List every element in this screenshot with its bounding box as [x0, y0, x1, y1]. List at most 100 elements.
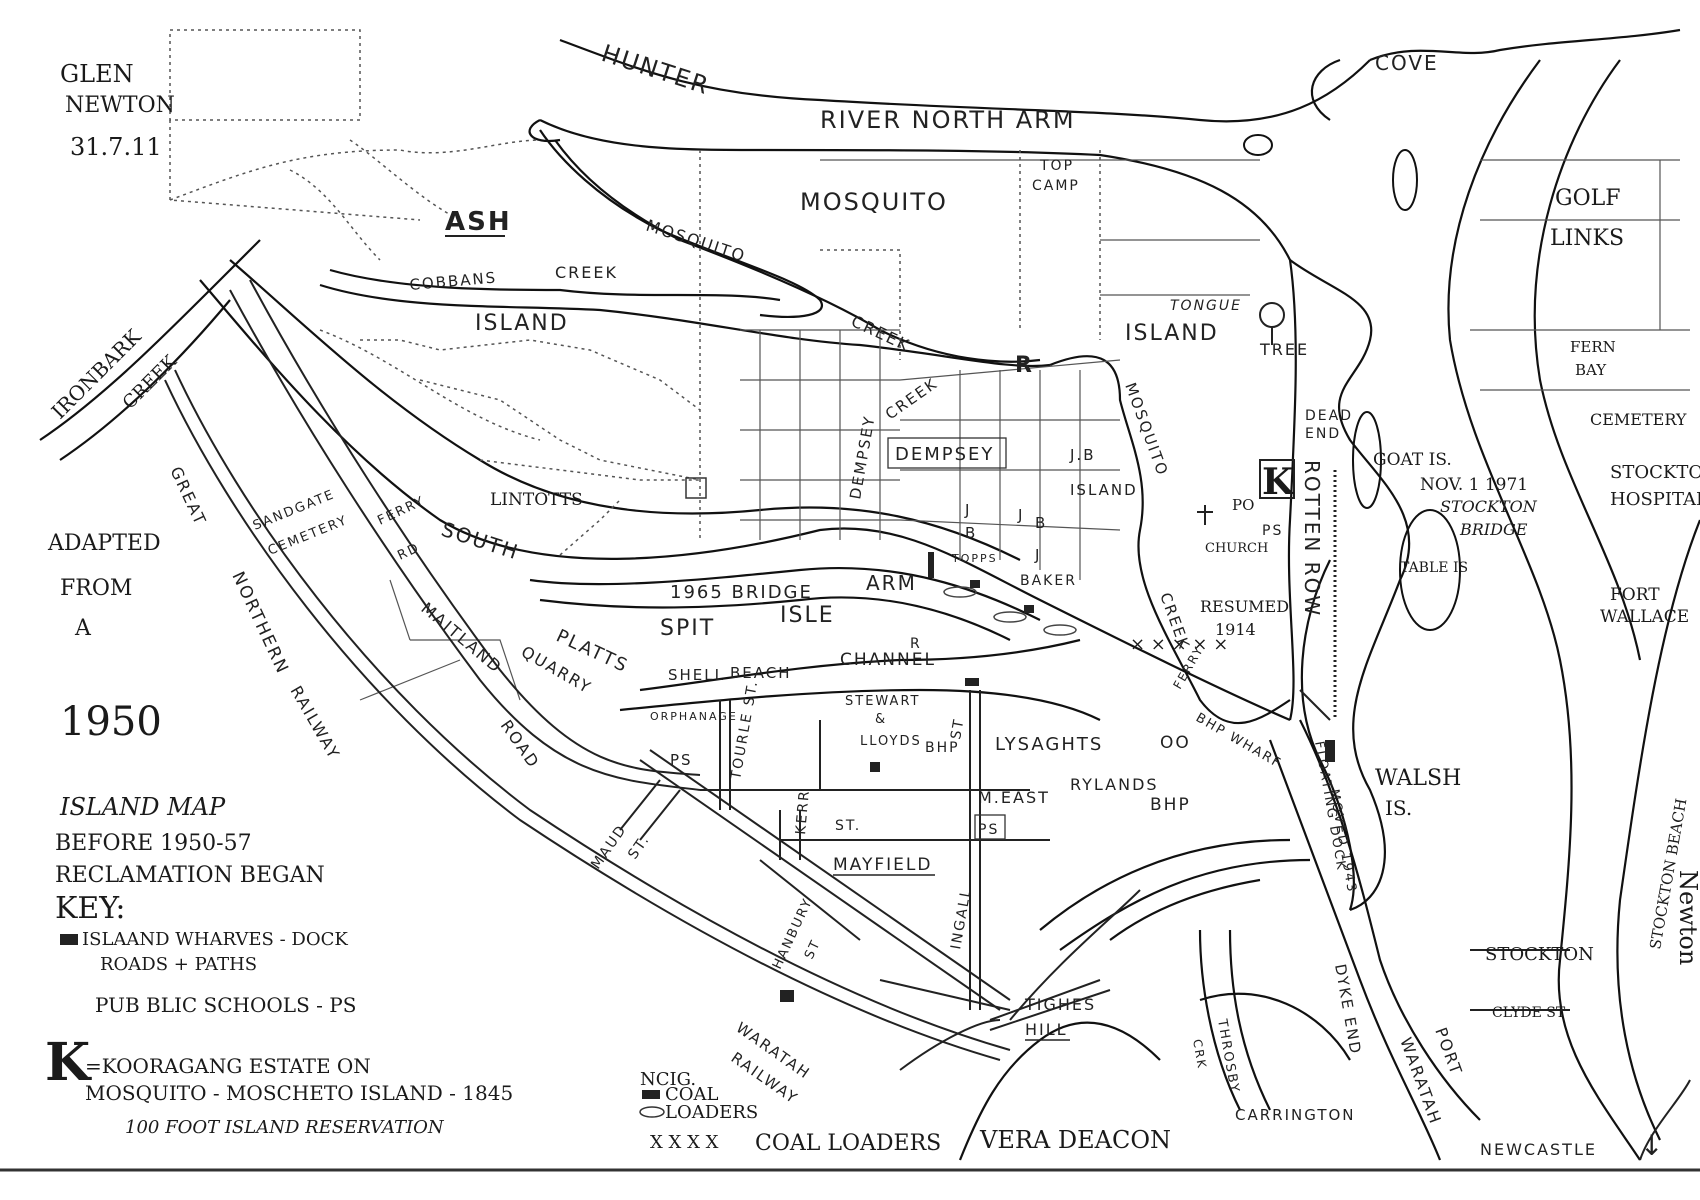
- label-fort: FORT: [1610, 585, 1660, 605]
- label-b-b: B: [1035, 514, 1047, 532]
- legend: ISLAND MAP BEFORE 1950-57 RECLAMATION BE…: [45, 793, 941, 1156]
- label-ash: ASH: [445, 207, 512, 237]
- adapted-line1: ADAPTED: [47, 531, 161, 556]
- label-island-left: ISLAND: [475, 311, 569, 336]
- label-po: PO: [1232, 496, 1254, 514]
- label-resumed: RESUMED: [1200, 597, 1289, 616]
- label-clyde-st: CLYDE ST: [1492, 1005, 1566, 1021]
- tree-icon: [1259, 302, 1285, 345]
- label-stockton-hospital-1: STOCKTON: [1610, 462, 1700, 483]
- label-tree: TREE: [1259, 340, 1309, 359]
- house-marker: [685, 477, 707, 499]
- adapted-year: 1950: [60, 699, 162, 745]
- label-top: TOP: [1039, 158, 1074, 174]
- label-stockton-bridge-1: STOCKTON: [1440, 497, 1538, 516]
- label-jb-top: J.B: [1069, 446, 1095, 464]
- adapted-line3: A: [74, 616, 92, 641]
- label-carrington: CARRINGTON: [1235, 1106, 1356, 1124]
- legend-key-heading: KEY:: [55, 891, 126, 926]
- label-b-a: B: [965, 524, 977, 542]
- label-stockton-hospital-2: HOSPITAL: [1610, 489, 1700, 510]
- label-isle: ISLE: [780, 603, 835, 628]
- label-newton-signature: Newton: [1674, 870, 1700, 965]
- label-cove: COVE: [1375, 51, 1439, 75]
- label-hill: HILL: [1025, 1020, 1068, 1039]
- islands-east: [1300, 411, 1461, 911]
- label-r-south: R: [910, 636, 922, 652]
- legend-ncig: NCIG.: [640, 1069, 696, 1090]
- label-newcastle: NEWCASTLE: [1480, 1140, 1597, 1159]
- label-arm: ARM: [866, 571, 917, 595]
- label-k-map-marker: K: [1262, 461, 1295, 503]
- south-arm: [199, 259, 1291, 722]
- ironbark-creek: [39, 239, 261, 461]
- label-camp: CAMP: [1032, 178, 1080, 194]
- coal-loader-x-marks: × × × × ×: [1130, 634, 1228, 655]
- legend-item-schools: PUB BLIC SCHOOLS - PS: [95, 993, 356, 1017]
- mosquito-creek: [319, 129, 1291, 725]
- throsby-creek: [958, 838, 1351, 1161]
- label-golf: GOLF: [1555, 186, 1620, 211]
- label-stockton: STOCKTON: [1485, 944, 1594, 965]
- label-dead: DEAD: [1305, 408, 1353, 424]
- legend-title1: ISLAND MAP: [59, 793, 226, 821]
- paths-northwest: [169, 29, 1101, 556]
- label-ampersand: &: [875, 712, 887, 727]
- label-stewart: STEWART: [845, 694, 920, 709]
- label-ps-mayfield-west: PS: [670, 751, 693, 769]
- legend-k-line2: MOSQUITO - MOSCHETO ISLAND - 1845: [85, 1081, 513, 1105]
- label-baker: BAKER: [1020, 573, 1077, 589]
- label-ps-mayfield-east: PS: [978, 822, 999, 838]
- label-table-island: TABLE IS: [1400, 560, 1468, 576]
- label-lintotts: LINTOTTS: [490, 490, 583, 510]
- label-rotten-row: ROTTEN ROW: [1300, 460, 1324, 617]
- legend-k-line3: 100 FOOT ISLAND RESERVATION: [125, 1117, 445, 1138]
- label-r-north: R: [1015, 353, 1034, 378]
- legend-loaders: LOADERS: [665, 1102, 758, 1123]
- label-spit: SPIT: [660, 616, 715, 641]
- label-dempsey: DEMPSEY: [895, 444, 994, 465]
- label-1965-bridge: 1965 BRIDGE: [670, 582, 813, 603]
- label-lysaghts: LYSAGHTS: [995, 734, 1103, 755]
- legend-title2: BEFORE 1950-57: [55, 831, 252, 856]
- credit-date: 31.7.11: [70, 133, 162, 161]
- label-oo: OO: [1160, 733, 1191, 753]
- label-orphanage: ORPHANAGE: [650, 710, 738, 723]
- label-end: END: [1305, 426, 1341, 442]
- label-tongue: TONGUE: [1170, 298, 1242, 314]
- label-vera-deacon: VERA DEACON: [979, 1126, 1171, 1154]
- label-rylands: RYLANDS: [1070, 775, 1159, 794]
- label-lloyds: LLOYDS: [860, 734, 922, 749]
- land-lots: [359, 159, 1690, 701]
- label-creek-upper: CREEK: [555, 263, 618, 282]
- label-jb-island: ISLAND: [1070, 481, 1138, 499]
- label-bhp-south: BHP: [1150, 795, 1191, 815]
- label-tighes: TIGHES: [1024, 995, 1096, 1014]
- label-walsh-is: IS.: [1385, 796, 1412, 820]
- coal-loader-swatch: [639, 1106, 665, 1118]
- label-nov-1971: NOV. 1 1971: [1420, 475, 1528, 495]
- adapted-block: ADAPTED FROM A 1950: [47, 531, 162, 745]
- legend-xxxx: X X X X: [650, 1132, 719, 1153]
- label-kerr: KERR: [793, 789, 813, 836]
- label-fern: FERN: [1570, 338, 1616, 356]
- label-st-ingall-top: ST: [948, 717, 967, 741]
- label-ps-k: PS: [1262, 523, 1283, 539]
- label-river-north-arm: RIVER NORTH ARM: [820, 106, 1076, 134]
- label-crk: CRK: [1190, 1038, 1209, 1071]
- label-shell: SHELL: [668, 666, 725, 684]
- wharf-legend-swatch: [60, 934, 78, 945]
- label-kerr-st: ST.: [835, 818, 861, 834]
- label-walsh: WALSH: [1375, 766, 1461, 791]
- label-topps: TOPPS: [951, 552, 998, 565]
- adapted-line2: FROM: [60, 576, 132, 601]
- legend-item-roads: ROADS + PATHS: [100, 954, 257, 975]
- label-goat-island: GOAT IS.: [1373, 450, 1452, 470]
- legend-item-wharves: ISLAAND WHARVES - DOCK: [82, 929, 348, 950]
- label-m-east: M.EAST: [978, 788, 1050, 807]
- label-channel: CHANNEL: [840, 650, 936, 670]
- label-bay: BAY: [1575, 361, 1607, 379]
- label-j-b: J: [1017, 506, 1024, 524]
